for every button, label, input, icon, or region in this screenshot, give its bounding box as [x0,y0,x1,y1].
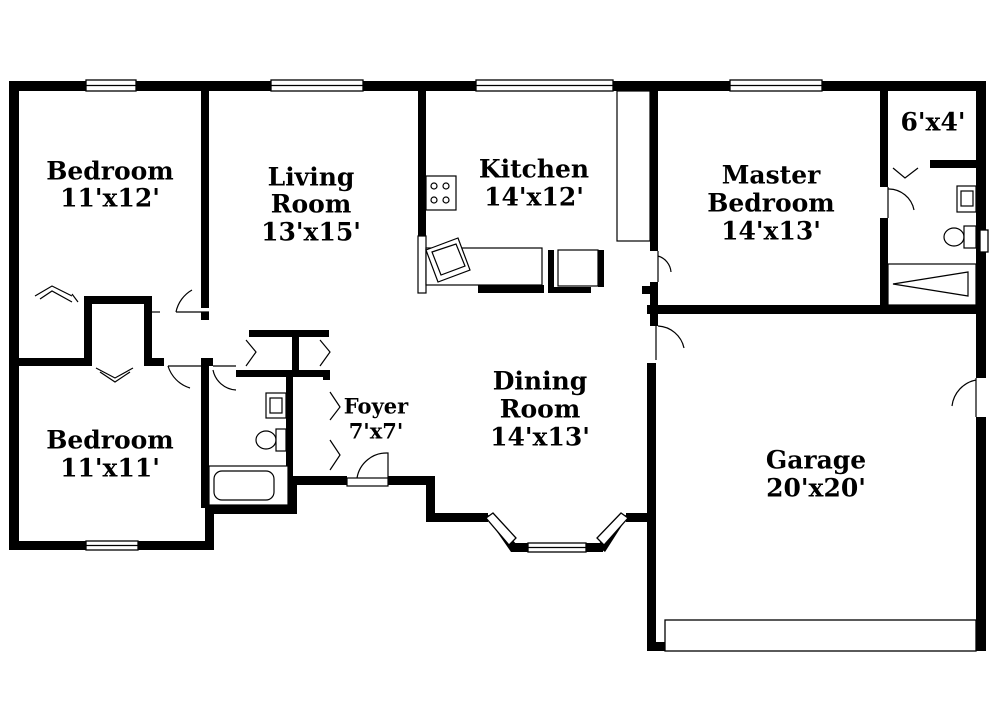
room-kitchen: Kitchen 14'x12' [479,155,589,212]
closet-dims: 6'x4' [900,108,965,137]
garage-dims: 20'x20' [766,474,866,503]
dining-room-name-line1: Dining [493,367,588,396]
room-foyer: Foyer 7'x7' [344,394,409,444]
bedroom-2-name: Bedroom [46,426,174,455]
bedroom-1-name: Bedroom [46,157,174,186]
room-bedroom-1: Bedroom 11'x12' [46,157,174,213]
doors [34,167,977,487]
master-bedroom-name-line1: Master [722,161,821,190]
kitchen-name: Kitchen [479,155,589,184]
windows [9,79,989,652]
dining-room-name-line2: Room [500,395,581,424]
living-room-name-line1: Living [268,163,355,192]
living-room-name-line2: Room [271,190,352,219]
kitchen-dims: 14'x12' [484,183,584,212]
master-bedroom-dims: 14'x13' [721,217,821,246]
room-living-room: Living Room 13'x15' [261,163,361,247]
living-room-dims: 13'x15' [261,218,361,247]
fixtures [208,90,977,506]
room-closet: 6'x4' [900,108,965,137]
foyer-name: Foyer [344,394,409,419]
room-master-bedroom: Master Bedroom 14'x13' [707,161,835,246]
room-dining-room: Dining Room 14'x13' [490,367,590,452]
garage-name: Garage [766,446,866,475]
dining-room-dims: 14'x13' [490,423,590,452]
room-labels: Bedroom 11'x12' Living Room 13'x15' Kitc… [46,108,965,503]
room-bedroom-2: Bedroom 11'x11' [46,426,174,483]
room-garage: Garage 20'x20' [766,446,866,503]
foyer-dims: 7'x7' [349,419,404,444]
bedroom-2-dims: 11'x11' [60,454,160,483]
bedroom-1-dims: 11'x12' [60,184,160,213]
master-bedroom-name-line2: Bedroom [707,189,835,218]
